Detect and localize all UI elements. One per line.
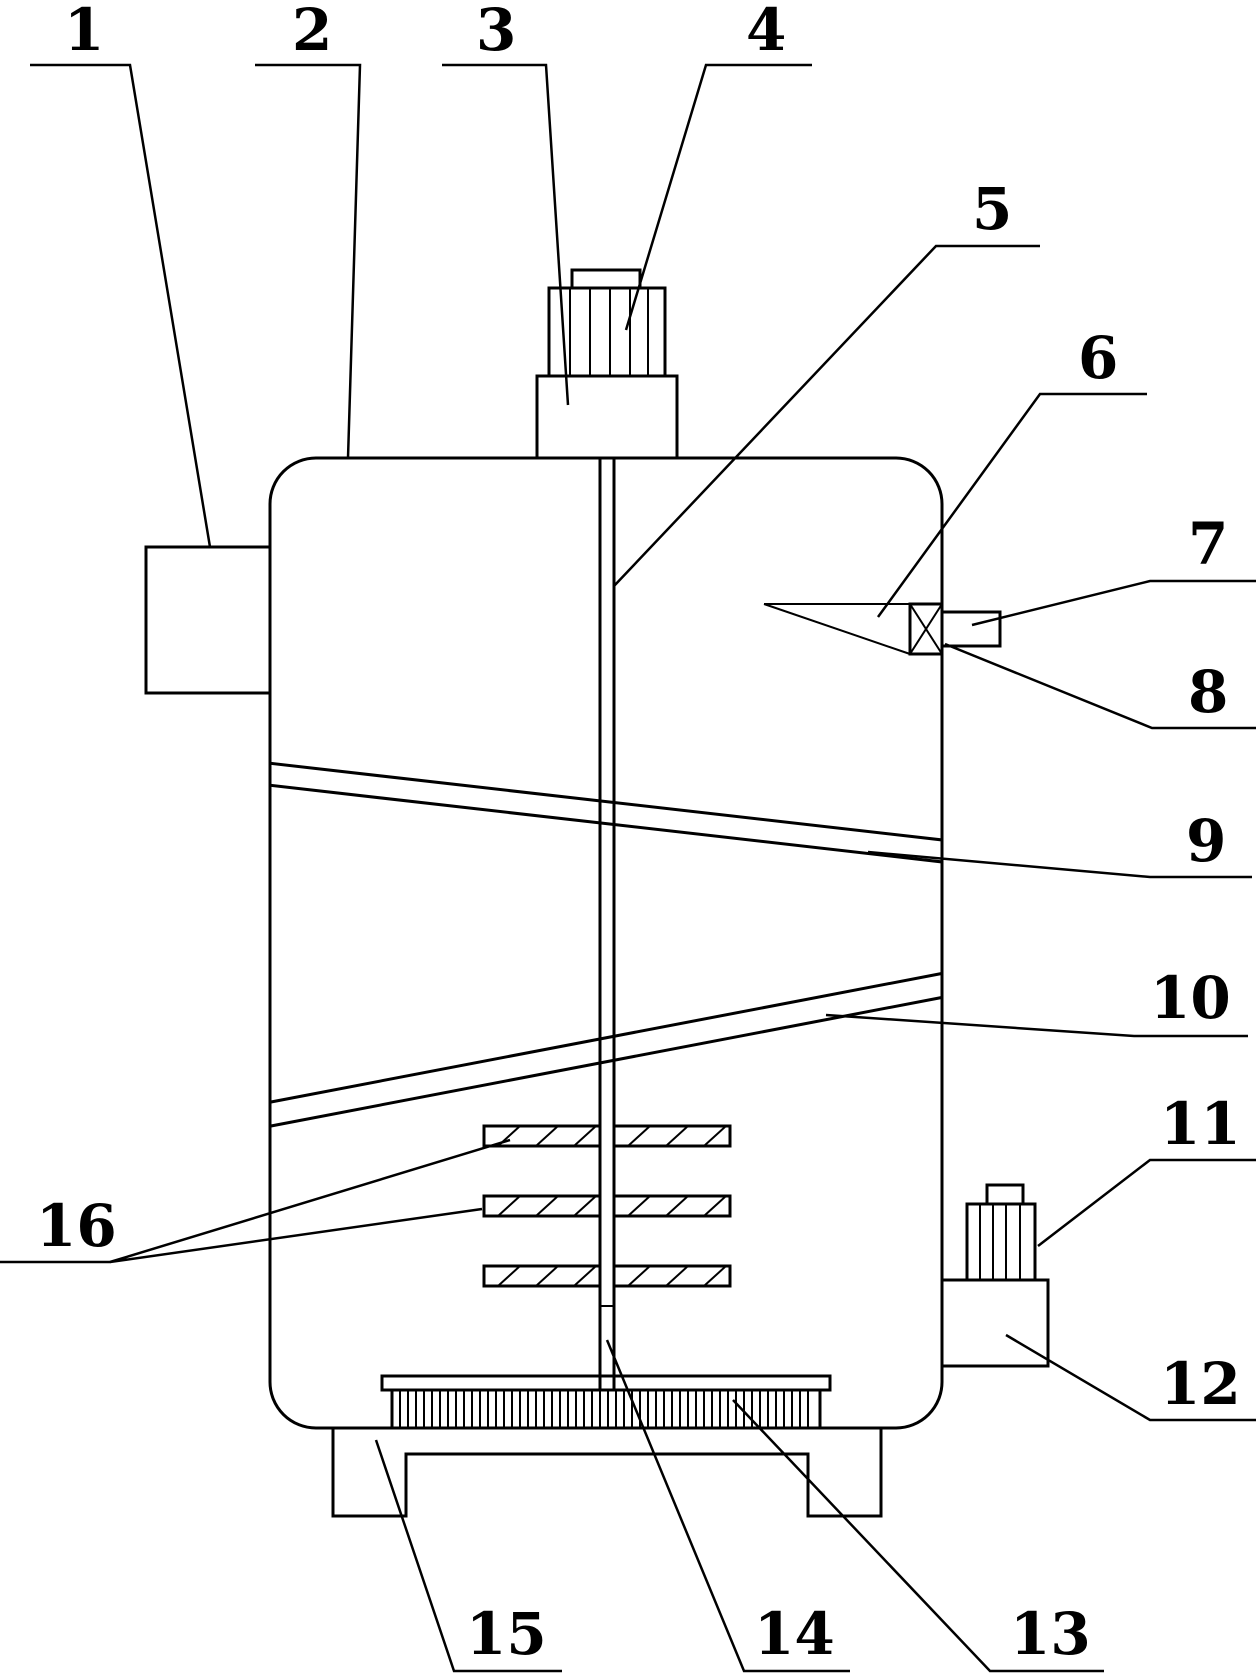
leader-lines — [0, 63, 1256, 1673]
stirring-blades — [482, 1124, 732, 1288]
callout-14: 14 — [754, 1600, 835, 1668]
base-stand — [331, 1428, 883, 1518]
callout-2: 2 — [292, 0, 332, 64]
callout-15: 15 — [466, 1600, 547, 1668]
callout-9: 9 — [1186, 807, 1226, 875]
callout-7: 7 — [1188, 510, 1228, 578]
callout-6: 6 — [1078, 324, 1118, 392]
callout-10: 10 — [1150, 964, 1231, 1032]
side-motor — [940, 1183, 1050, 1368]
callout-4: 4 — [746, 0, 786, 64]
callout-12: 12 — [1160, 1350, 1241, 1418]
callout-13: 13 — [1010, 1600, 1091, 1668]
bottom-brush — [380, 1374, 832, 1430]
callout-5: 5 — [972, 175, 1012, 243]
upper-inclined-screen — [270, 759, 942, 866]
callout-16: 16 — [36, 1192, 117, 1260]
callout-3: 3 — [476, 0, 516, 64]
top-motor — [535, 268, 679, 460]
callout-1: 1 — [64, 0, 104, 64]
callout-labels: 1 2 3 4 5 6 7 8 9 10 11 12 13 14 15 16 — [36, 0, 1241, 1668]
side-box — [144, 545, 272, 695]
callout-11: 11 — [1160, 1090, 1241, 1158]
central-shaft — [598, 458, 616, 1390]
lower-inclined-plate — [270, 968, 942, 1132]
callout-8: 8 — [1188, 658, 1228, 726]
spray-nozzle — [763, 602, 1002, 656]
